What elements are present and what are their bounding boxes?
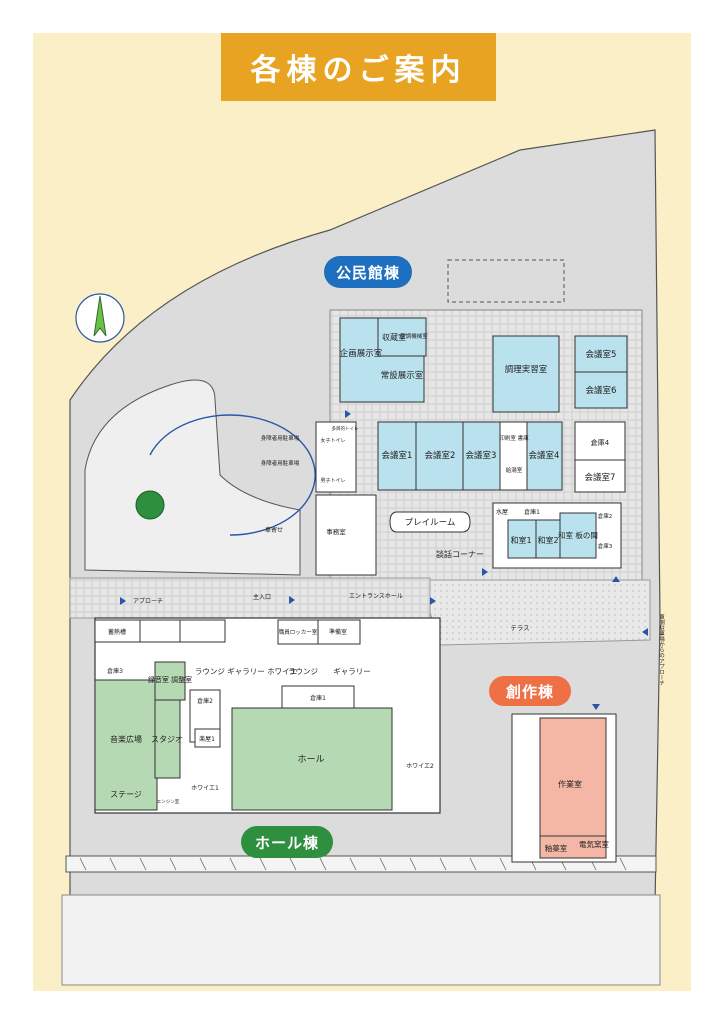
room-kyuto: 給湯室 <box>506 466 523 474</box>
road-bottom <box>61 894 661 986</box>
room-sagyo: 作業室 <box>558 779 582 789</box>
room-kucho: 空調機械室 <box>400 332 428 340</box>
room-kaigi5: 会議室5 <box>586 349 617 360</box>
room-washitsu-ita: 和室 板の間 <box>558 530 598 540</box>
room-ongaku: 音楽広場 <box>110 734 142 744</box>
room-engine: エンジン室 <box>157 798 180 805</box>
room-chori: 調理実習室 <box>505 364 548 375</box>
room-foyer1: ホワイエ1 <box>191 785 219 792</box>
room-entrance: エントランスホール <box>349 593 403 600</box>
building-label-kominkan: 公民館棟 <box>324 256 412 288</box>
room-soko1b: 倉庫1 <box>310 694 326 702</box>
room-bikin: 蓄熱槽 <box>108 628 126 636</box>
label-parking-1: 身障者用駐車場 <box>261 434 300 442</box>
label-approach: アプローチ <box>133 598 163 605</box>
room-junbi: 準備室 <box>329 628 347 636</box>
room-shuzo: 収蔵室 <box>382 332 406 342</box>
room-soko2: 倉庫2 <box>598 512 613 520</box>
room-josetsu: 常設展示室 <box>381 370 424 381</box>
room-hall: ホール <box>297 754 324 765</box>
building-label-sosaku: 創作棟 <box>489 676 571 706</box>
room-lounge-gallery-foyer: ラウンジ ギャラリー ホワイエ <box>195 667 297 676</box>
room-kaigi1: 会議室1 <box>382 450 413 461</box>
room-yakuhin: 釉薬室 <box>545 843 568 853</box>
room-soko3b: 倉庫3 <box>107 667 123 675</box>
terrace-area <box>419 579 651 646</box>
garden <box>84 379 301 576</box>
room-kaigi7: 会議室7 <box>585 472 616 483</box>
room-stage: ステージ <box>110 790 142 799</box>
label-parking-2: 身障者用駐車場 <box>261 459 300 467</box>
room-tamokuteki: 多目的トイレ <box>332 425 359 432</box>
room-soko1: 倉庫1 <box>524 508 540 516</box>
label-main-entrance: 主入口 <box>253 593 271 601</box>
room-jimu: 事務室 <box>326 527 346 536</box>
label-kurumayose: 車寄せ <box>265 526 283 534</box>
room-kikaku: 企画展示室 <box>340 348 383 359</box>
page-title: 各棟のご案内 <box>221 33 496 101</box>
fence-strip <box>65 855 657 873</box>
room-studio: スタジオ <box>151 735 183 744</box>
room-sokubai: 職員ロッカー室 <box>279 628 318 636</box>
room-dansei-wc: 男子トイレ <box>320 477 345 484</box>
building-label-hall: ホール棟 <box>241 826 333 858</box>
room-danwa: 談話コーナー <box>436 549 484 559</box>
room-mizuya: 水屋 <box>496 508 508 516</box>
room-insatsu: 印刷室 書庫 <box>499 434 529 442</box>
room-play: プレイルーム <box>405 518 456 528</box>
parking-box <box>447 259 565 303</box>
room-gallery: ギャラリー <box>333 667 371 676</box>
room-washitsu1: 和室1 <box>510 535 531 545</box>
tree <box>135 490 165 520</box>
room-soko3: 倉庫3 <box>598 542 613 550</box>
room-josei-wc: 女子トイレ <box>320 437 345 444</box>
room-lounge: ラウンジ <box>288 667 318 676</box>
room-foyer2: ホワイエ2 <box>406 763 434 770</box>
room-rokuon: 録音室 調整室 <box>148 675 192 684</box>
room-terrace: テラス <box>510 624 529 632</box>
room-washitsu2: 和室2 <box>537 535 558 545</box>
room-kaigi4: 会議室4 <box>529 450 560 461</box>
room-soko4: 倉庫4 <box>591 438 610 447</box>
room-kaigi6: 会議室6 <box>586 385 617 396</box>
room-kaigi2: 会議室2 <box>425 450 456 461</box>
label-east-approach: 東側駐車場からのアプローチ <box>658 613 665 686</box>
room-denki: 電気窯室 <box>579 839 609 849</box>
room-kaigi3: 会議室3 <box>466 450 497 461</box>
approach-walk <box>69 577 431 619</box>
compass-icon <box>75 293 125 343</box>
circulation-arrow <box>149 414 316 536</box>
room-gakuya: 楽屋1 <box>199 735 215 743</box>
room-soko2b: 倉庫2 <box>197 697 213 705</box>
playroom <box>389 511 471 533</box>
